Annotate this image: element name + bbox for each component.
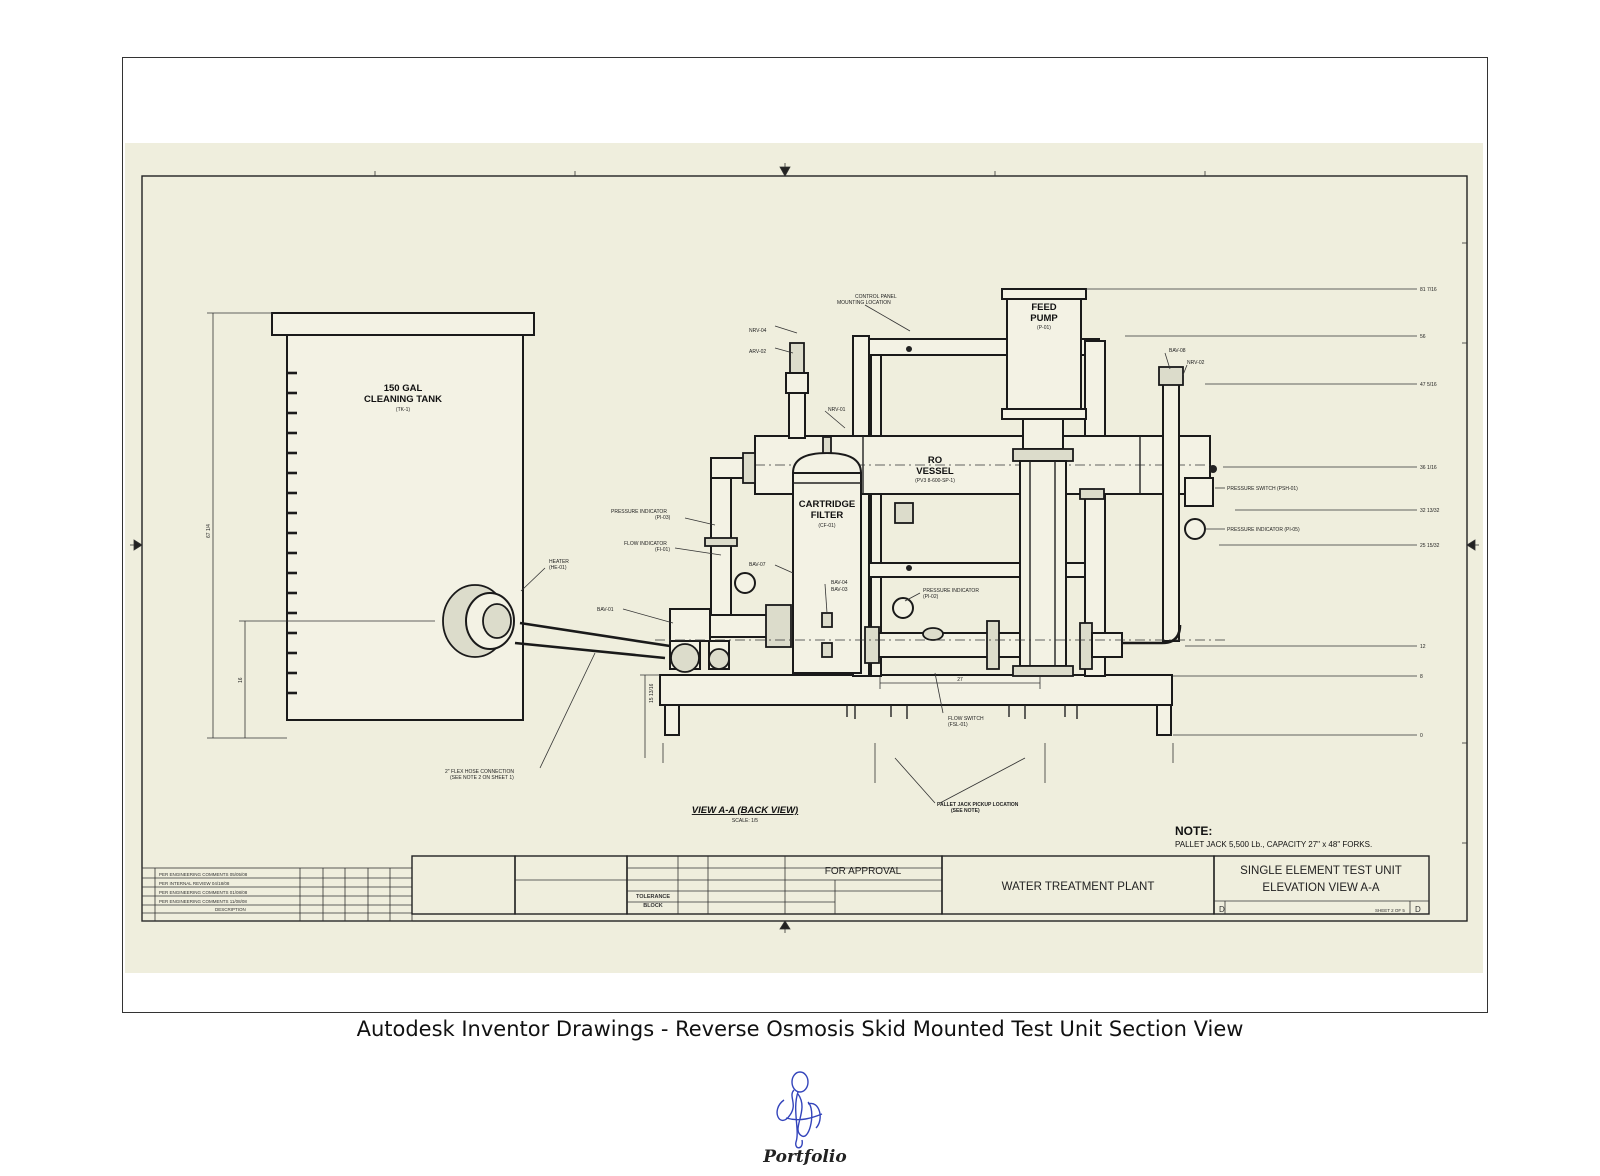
project-name: WATER TREATMENT PLANT xyxy=(1002,881,1155,893)
callout-heater-2: (HE-01) xyxy=(549,565,567,571)
heater xyxy=(442,567,546,658)
callout-bav01: BAV-01 xyxy=(597,607,614,613)
skid-dimensions xyxy=(640,674,1174,783)
revision-header: DESCRIPTION xyxy=(215,907,246,912)
callout-fi-2: (FI-01) xyxy=(655,547,670,553)
callout-pi-mid-2: (PI-02) xyxy=(923,594,939,600)
feed-pump-tag: (P-01) xyxy=(1037,325,1051,331)
feed-pump-label-1: FEED xyxy=(1031,302,1056,313)
callout-bav08: BAV-08 xyxy=(1169,348,1186,354)
signature-monogram xyxy=(776,1071,823,1149)
callout-pallet-jack-1: PALLET JACK PICKUP LOCATION xyxy=(937,802,1019,808)
drawing-sheet: 150 GAL CLEANING TANK (TK-1) 67 1/4 16 H… xyxy=(125,143,1483,973)
callout-nrv: NRV-04 xyxy=(749,328,767,334)
view-scale: SCALE: 1/5 xyxy=(732,818,758,824)
portfolio-logo: Portfolio xyxy=(762,1071,847,1167)
dim-right-5: 32 13/32 xyxy=(1420,508,1440,514)
filter-tag: (CF-01) xyxy=(818,523,836,529)
callout-pressure-switch: PRESSURE SWITCH (PSH-01) xyxy=(1227,486,1298,492)
drawing-title-1: SINGLE ELEMENT TEST UNIT xyxy=(1240,865,1402,877)
tank-tag: (TK-1) xyxy=(396,407,411,413)
cartridge-filter xyxy=(791,436,863,674)
caption: Autodesk Inventor Drawings - Reverse Osm… xyxy=(356,1017,1244,1041)
dim-right-3: 47 5/16 xyxy=(1420,382,1437,388)
note-text: PALLET JACK 5,500 Lb., CAPACITY 27" x 48… xyxy=(1175,840,1372,849)
view-title: VIEW A-A (BACK VIEW) xyxy=(692,805,798,816)
tolerance-label-2: BLOCK xyxy=(643,903,663,909)
dim-tank-height: 67 1/4 xyxy=(206,524,212,538)
ro-vessel-tag: (PV3 8-600-SP-1) xyxy=(915,478,955,484)
dim-right-1: 81 7/16 xyxy=(1420,287,1437,293)
border-ticks xyxy=(130,163,1479,933)
tank-dimensions xyxy=(207,312,435,739)
callout-flow-switch-1: FLOW SWITCH xyxy=(948,716,984,722)
skid-base xyxy=(659,674,1173,736)
dim-right-8: 8 xyxy=(1420,674,1423,680)
logo-text: Portfolio xyxy=(762,1147,846,1167)
filter-label-2: FILTER xyxy=(811,510,844,521)
revision-1: PER ENGINEERING COMMENTS 05/05/08 xyxy=(159,872,248,877)
callout-pi-right: PRESSURE INDICATOR (PI-05) xyxy=(1227,527,1300,533)
feed-pump xyxy=(1001,288,1087,677)
ro-skid-drawing: 150 GAL CLEANING TANK (TK-1) 67 1/4 16 H… xyxy=(130,163,1479,933)
callout-fi-1: FLOW INDICATOR xyxy=(624,541,667,547)
dim-right-2: 56 xyxy=(1420,334,1426,340)
callout-nrv02: NRV-02 xyxy=(1187,360,1205,366)
ro-vessel-label-1: RO xyxy=(928,455,942,466)
note-heading: NOTE: xyxy=(1175,824,1212,838)
callout-flex-hose-2: (SEE NOTE 2 ON SHEET 1) xyxy=(450,775,514,781)
dim-tank-outlet: 16 xyxy=(238,677,244,683)
callout-pi-left-1: PRESSURE INDICATOR xyxy=(611,509,667,515)
dim-right-4: 36 1/16 xyxy=(1420,465,1437,471)
dim-pallet-width: 27 xyxy=(957,677,963,683)
cleaning-tank: 150 GAL CLEANING TANK (TK-1) xyxy=(271,312,535,721)
revision-3: PER ENGINEERING COMMENTS 01/08/08 xyxy=(159,890,248,895)
dim-right-6: 25 15/32 xyxy=(1420,543,1440,549)
tolerance-label-1: TOLERANCE xyxy=(636,894,670,900)
callout-arv: ARV-02 xyxy=(749,349,766,355)
tank-label-1: 150 GAL xyxy=(384,383,423,394)
mid-piping xyxy=(864,488,1123,670)
sheet-border xyxy=(141,175,1468,922)
sheet-size-right: D xyxy=(1415,905,1421,914)
revision-2: PER INTERNAL REVIEW 04/18/08 xyxy=(159,881,230,886)
callout-heater-1: HEATER xyxy=(549,559,569,565)
elevation-lines xyxy=(1086,288,1417,736)
callout-pi-mid-1: PRESSURE INDICATOR xyxy=(923,588,979,594)
sheet-size-left: D xyxy=(1219,905,1225,914)
dim-right-9: 0 xyxy=(1420,733,1423,739)
callout-bav07: BAV-07 xyxy=(749,562,766,568)
callout-bav04: BAV-04 xyxy=(831,580,848,586)
drawing-title-2: ELEVATION VIEW A-A xyxy=(1262,882,1379,894)
callout-pi-left-2: (PI-03) xyxy=(655,515,671,521)
tank-label-2: CLEANING TANK xyxy=(364,394,442,405)
callout-control-panel-1: CONTROL PANEL xyxy=(855,294,897,300)
left-piping xyxy=(669,342,809,673)
callout-nrv01: NRV-01 xyxy=(828,407,846,413)
dim-right-7: 12 xyxy=(1420,644,1426,650)
revision-4: PER ENGINEERING COMMENTS 11/08/08 xyxy=(159,899,247,904)
flex-hose xyxy=(514,621,671,769)
callout-pallet-jack-2: (SEE NOTE) xyxy=(951,808,980,814)
title-block xyxy=(141,855,1430,922)
filter-label-1: CARTRIDGE xyxy=(799,499,855,510)
dim-skid-height: 15 13/16 xyxy=(649,683,655,703)
status-for-approval: FOR APPROVAL xyxy=(825,866,902,877)
skid-frame xyxy=(852,304,1106,677)
ro-vessel-label-2: VESSEL xyxy=(916,466,954,477)
right-piping xyxy=(1122,366,1214,645)
callout-flow-switch-2: (FSL-01) xyxy=(948,722,968,728)
sheet-number: SHEET 2 OF 5 xyxy=(1375,908,1405,913)
callout-control-panel-2: MOUNTING LOCATION xyxy=(837,300,891,306)
feed-pump-label-2: PUMP xyxy=(1030,313,1058,324)
callout-bav03: BAV-03 xyxy=(831,587,848,593)
callout-flex-hose-1: 2" FLEX HOSE CONNECTION xyxy=(445,769,514,775)
leader-lines xyxy=(622,325,1225,804)
